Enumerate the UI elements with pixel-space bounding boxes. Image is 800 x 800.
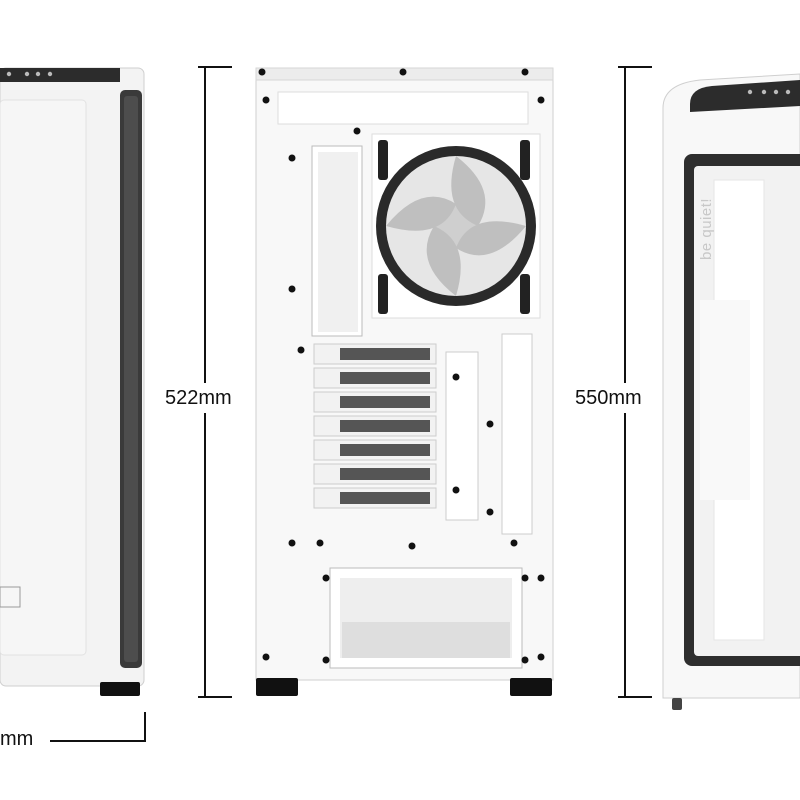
back-foot-right bbox=[510, 678, 552, 696]
side-view bbox=[662, 73, 800, 710]
back-top-vent bbox=[277, 91, 529, 125]
front-io-button bbox=[47, 71, 53, 77]
back-foot-left bbox=[256, 678, 298, 696]
dimension-line bbox=[50, 740, 146, 742]
dimension-label-522: 522mm bbox=[165, 383, 232, 413]
side-foot bbox=[672, 698, 682, 710]
front-io-button bbox=[24, 71, 30, 77]
brand-logo: be quiet! bbox=[698, 197, 715, 260]
dimension-label-width: mm bbox=[0, 724, 40, 754]
front-foot bbox=[100, 682, 140, 696]
dimension-tick-bottom bbox=[618, 696, 652, 698]
dimension-tick-right bbox=[144, 712, 146, 742]
dimension-tick-top bbox=[198, 66, 232, 68]
front-mesh-panel bbox=[0, 99, 87, 656]
dimension-line bbox=[624, 66, 626, 698]
dimension-tick-bottom bbox=[198, 696, 232, 698]
front-io-button bbox=[6, 71, 12, 77]
dimension-label-550: 550mm bbox=[575, 383, 642, 413]
front-top-io-strip bbox=[0, 68, 120, 82]
front-logo-badge bbox=[0, 586, 21, 608]
dimension-tick-top bbox=[618, 66, 652, 68]
side-top-io bbox=[690, 80, 800, 112]
front-view bbox=[0, 67, 145, 696]
vertical-slot-cover bbox=[445, 351, 479, 521]
back-view bbox=[255, 67, 554, 696]
dimension-line bbox=[204, 66, 206, 698]
expansion-slots bbox=[313, 343, 437, 509]
front-io-button bbox=[35, 71, 41, 77]
